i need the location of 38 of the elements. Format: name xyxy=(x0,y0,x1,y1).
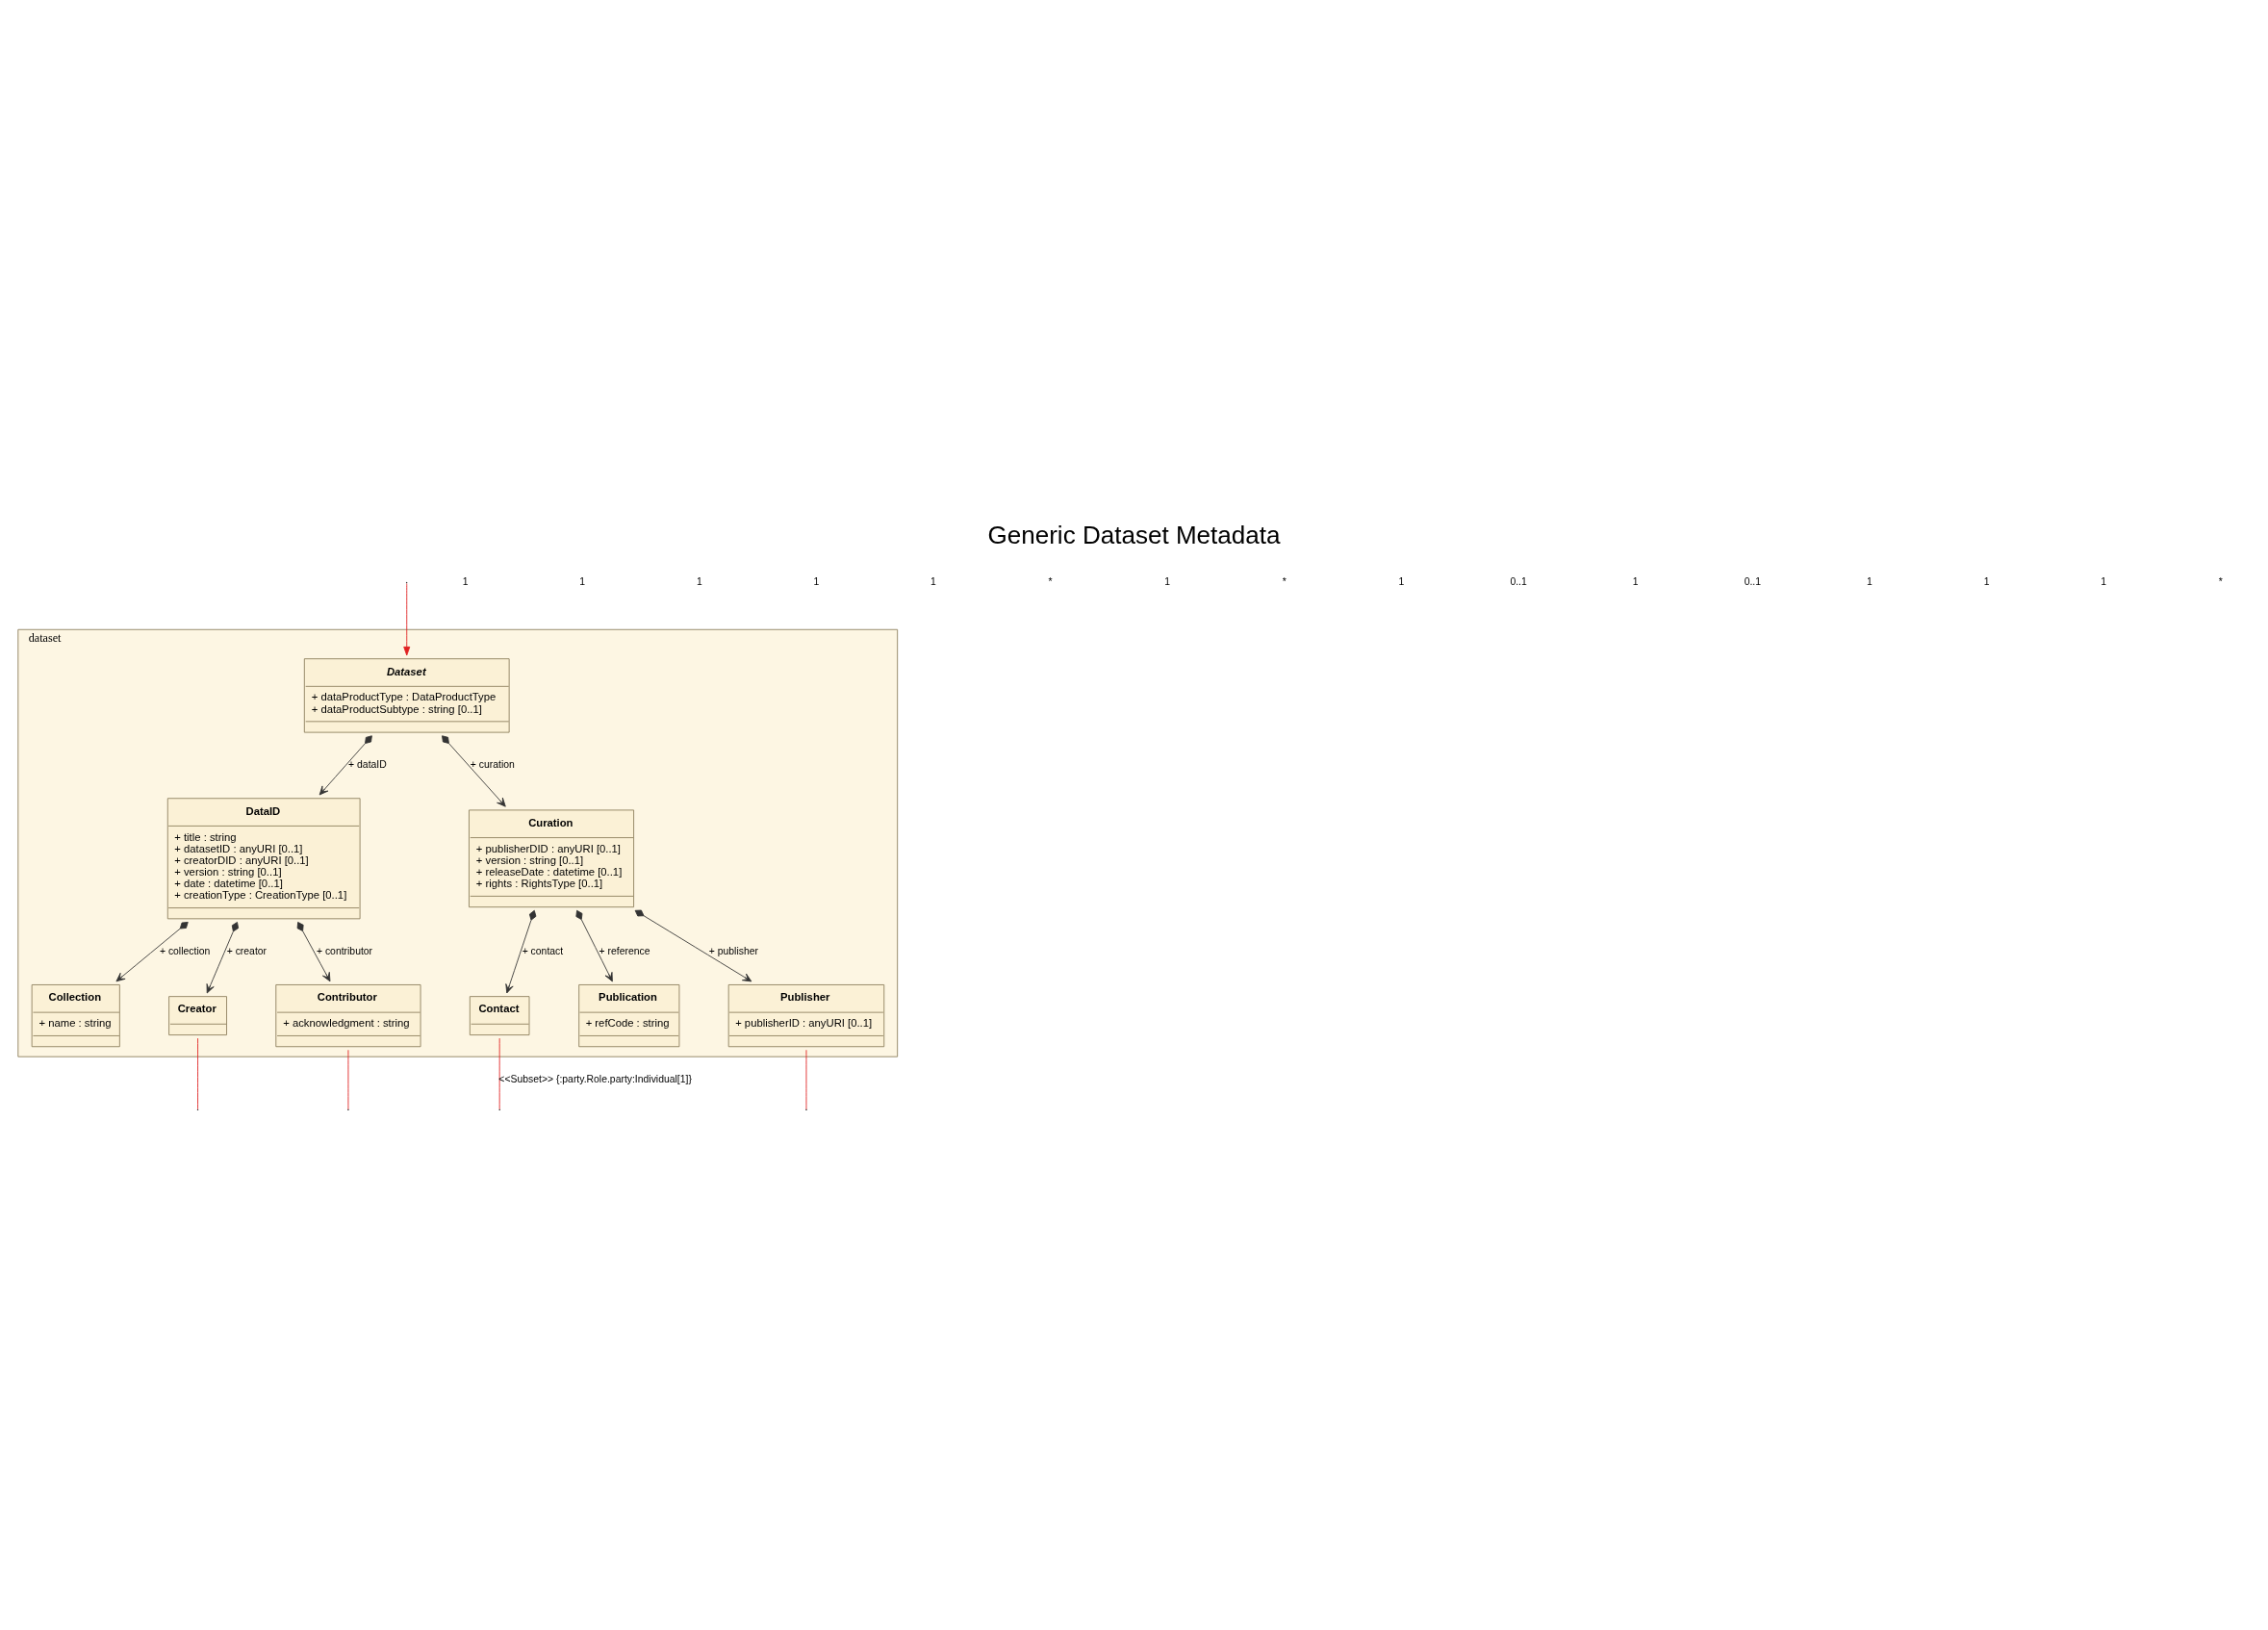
label: 1 xyxy=(696,576,702,588)
label: 1 xyxy=(462,576,469,588)
label: 1 xyxy=(1164,576,1171,588)
arrow xyxy=(505,909,537,994)
arrow xyxy=(115,922,189,982)
label: 1 xyxy=(813,576,820,588)
edge-label: <<Subset>> {:party.Role.party:Individual[1]} xyxy=(498,1073,692,1084)
arrow xyxy=(403,583,411,656)
diagram-title: Generic Dataset Metadata xyxy=(987,520,1281,549)
arrow xyxy=(442,735,506,807)
arrow xyxy=(319,735,372,796)
edge-label: + publisher xyxy=(708,945,758,956)
connector xyxy=(498,1037,500,1110)
arrow xyxy=(206,922,240,994)
connector xyxy=(347,1049,349,1110)
connector xyxy=(805,1049,807,1110)
edge-label: + contact xyxy=(522,945,564,956)
label: 1 xyxy=(579,576,586,588)
label: 1 xyxy=(1867,576,1873,588)
label: 1 xyxy=(1983,576,1990,588)
label: 1 xyxy=(1398,576,1405,588)
edge-label: + creator xyxy=(226,945,268,956)
edge-label: + dataID xyxy=(348,759,387,771)
arrow xyxy=(634,909,752,982)
edge-label: + collection xyxy=(159,945,211,956)
label: 0..1 xyxy=(1744,576,1762,588)
label: * xyxy=(1048,576,1053,588)
arrow xyxy=(296,922,331,982)
label: 1 xyxy=(1632,576,1639,588)
edge-label: + reference xyxy=(599,945,650,956)
label: 1 xyxy=(930,576,936,588)
label: * xyxy=(2218,576,2223,588)
label: * xyxy=(1282,576,1287,588)
edge-label: + contributor xyxy=(316,945,373,956)
arrow xyxy=(575,909,613,982)
label: 0..1 xyxy=(1510,576,1527,588)
label: 1 xyxy=(2101,576,2107,588)
edge-label: + curation xyxy=(470,759,515,771)
